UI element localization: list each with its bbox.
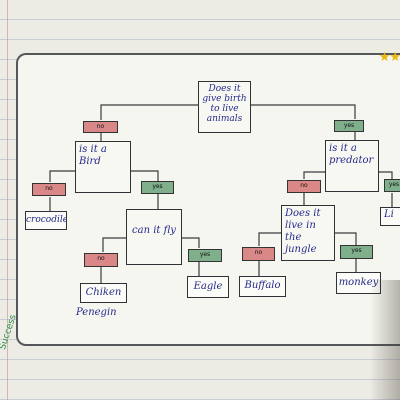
right-yes-tag: yes <box>334 120 364 132</box>
bird-no-tag: no <box>32 183 66 196</box>
page-shadow <box>370 280 400 400</box>
star-icon: ★★ <box>378 50 400 65</box>
is-predator-node: is it a predator <box>325 140 379 192</box>
buffalo-text: Buffalo <box>244 280 281 291</box>
eagle-text: Eagle <box>193 281 223 292</box>
li-text: Li <box>384 209 394 220</box>
crocodile-leaf: crocodile <box>25 211 67 230</box>
can-fly-node: can it fly <box>126 209 182 265</box>
fly-yes-label: yes <box>199 251 211 258</box>
fly-yes-tag: yes <box>188 249 222 262</box>
root-question-node: Does it give birth to live animals <box>198 81 251 133</box>
is-bird-node: is it a Bird <box>75 141 131 193</box>
predator-no-tag: no <box>287 180 321 193</box>
is-bird-text: is it a Bird <box>79 144 107 167</box>
penguin-text: Penegin <box>76 307 117 318</box>
jungle-no-tag: no <box>242 247 275 261</box>
buffalo-leaf: Buffalo <box>239 276 286 297</box>
left-no-tag: no <box>83 121 118 133</box>
eagle-leaf: Eagle <box>187 276 229 298</box>
jungle-no-label: no <box>254 249 263 256</box>
margin-line <box>7 0 8 400</box>
monkey-leaf: monkey <box>336 272 381 294</box>
left-no-label: no <box>96 123 105 130</box>
fly-no-tag: no <box>84 253 118 267</box>
chicken-leaf: Chiken <box>80 283 127 303</box>
jungle-yes-label: yes <box>351 247 362 254</box>
chicken-text: Chiken <box>85 287 122 298</box>
jungle-yes-tag: yes <box>340 245 373 259</box>
live-in-jungle-text: Does it live in the jungle <box>285 208 321 255</box>
live-in-jungle-node: Does it live in the jungle <box>281 205 335 261</box>
predator-yes-tag: yes <box>384 179 400 192</box>
predator-no-label: no <box>300 182 308 189</box>
bird-no-label: no <box>45 185 53 192</box>
penguin-note: Penegin <box>76 307 117 318</box>
bird-yes-label: yes <box>152 183 163 190</box>
star-stickers: ★★ <box>379 50 400 65</box>
bird-yes-tag: yes <box>141 181 174 194</box>
right-yes-label: yes <box>343 122 355 129</box>
li-leaf-partial: Li <box>380 207 400 226</box>
predator-yes-label: yes <box>388 181 400 188</box>
monkey-text: monkey <box>338 277 379 288</box>
root-question-text: Does it give birth to live animals <box>202 84 247 124</box>
fly-no-label: no <box>97 255 105 262</box>
is-predator-text: is it a predator <box>329 143 374 166</box>
crocodile-text: crocodile <box>26 215 67 225</box>
can-fly-text: can it fly <box>132 225 176 236</box>
